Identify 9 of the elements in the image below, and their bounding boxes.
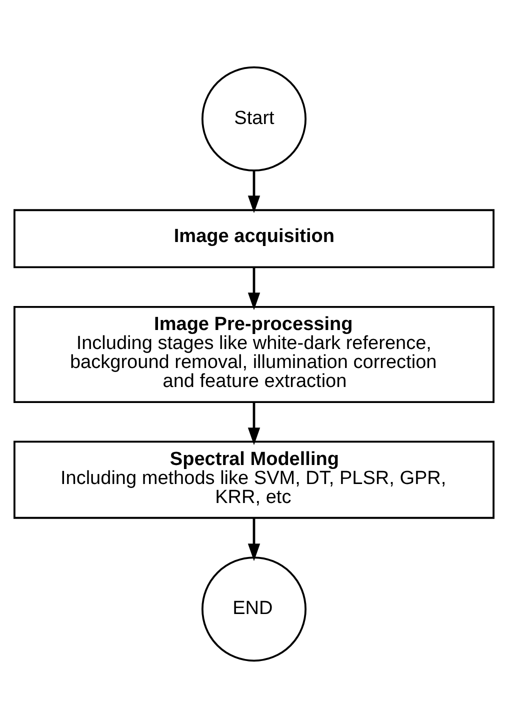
node-box: Spectral Modelling Including methods like SVM, DT, PLSR, GPR, KRR, etc: [14, 440, 494, 519]
node-box: Image Pre-processing Including stages like white-dark reference, background removal, illumination correction and feature extraction: [14, 306, 494, 404]
node-circle: Start: [201, 66, 307, 172]
node-box: Image acquisition: [14, 209, 494, 268]
arrow: [248, 518, 260, 562]
arrow: [248, 268, 260, 310]
arrow: [248, 402, 260, 446]
arrow: [248, 170, 260, 214]
node-circle: END: [201, 556, 307, 662]
